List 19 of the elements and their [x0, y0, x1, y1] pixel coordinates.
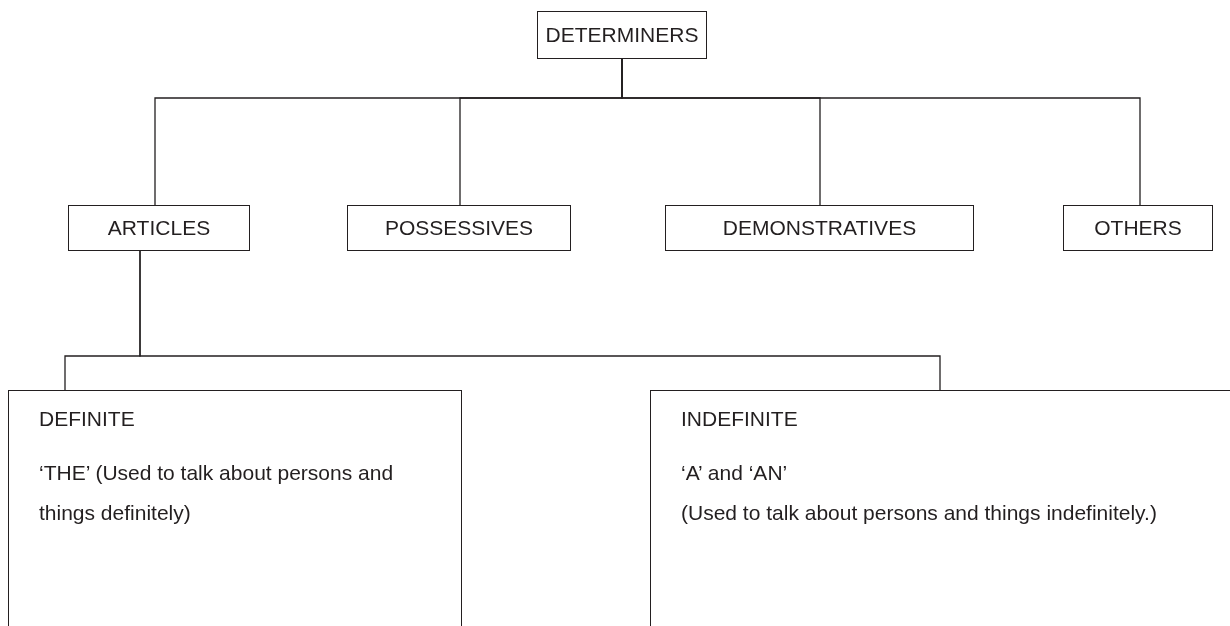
- node-description: (Used to talk about persons and things indefinitely.): [681, 500, 1157, 526]
- node-heading: DETERMINERS: [545, 22, 699, 48]
- node-heading: DEFINITE: [39, 406, 135, 432]
- connector-line: [139, 250, 941, 391]
- node-heading: DEMONSTRATIVES: [722, 215, 917, 241]
- node-heading: OTHERS: [1094, 215, 1182, 241]
- node-heading: POSSESSIVES: [384, 215, 534, 241]
- category-box: [537, 11, 707, 59]
- category-card: [650, 390, 1230, 626]
- node-heading: INDEFINITE: [681, 406, 798, 432]
- category-box: [347, 205, 571, 251]
- node-description: ‘A’ and ‘AN’: [681, 460, 788, 486]
- connector-line: [621, 58, 1141, 206]
- category-box: [665, 205, 974, 251]
- node-heading: ARTICLES: [107, 215, 211, 241]
- category-box: [1063, 205, 1213, 251]
- category-card: [8, 390, 462, 626]
- category-box: [68, 205, 250, 251]
- node-description: ‘THE’ (Used to talk about persons and things definitely): [39, 460, 395, 526]
